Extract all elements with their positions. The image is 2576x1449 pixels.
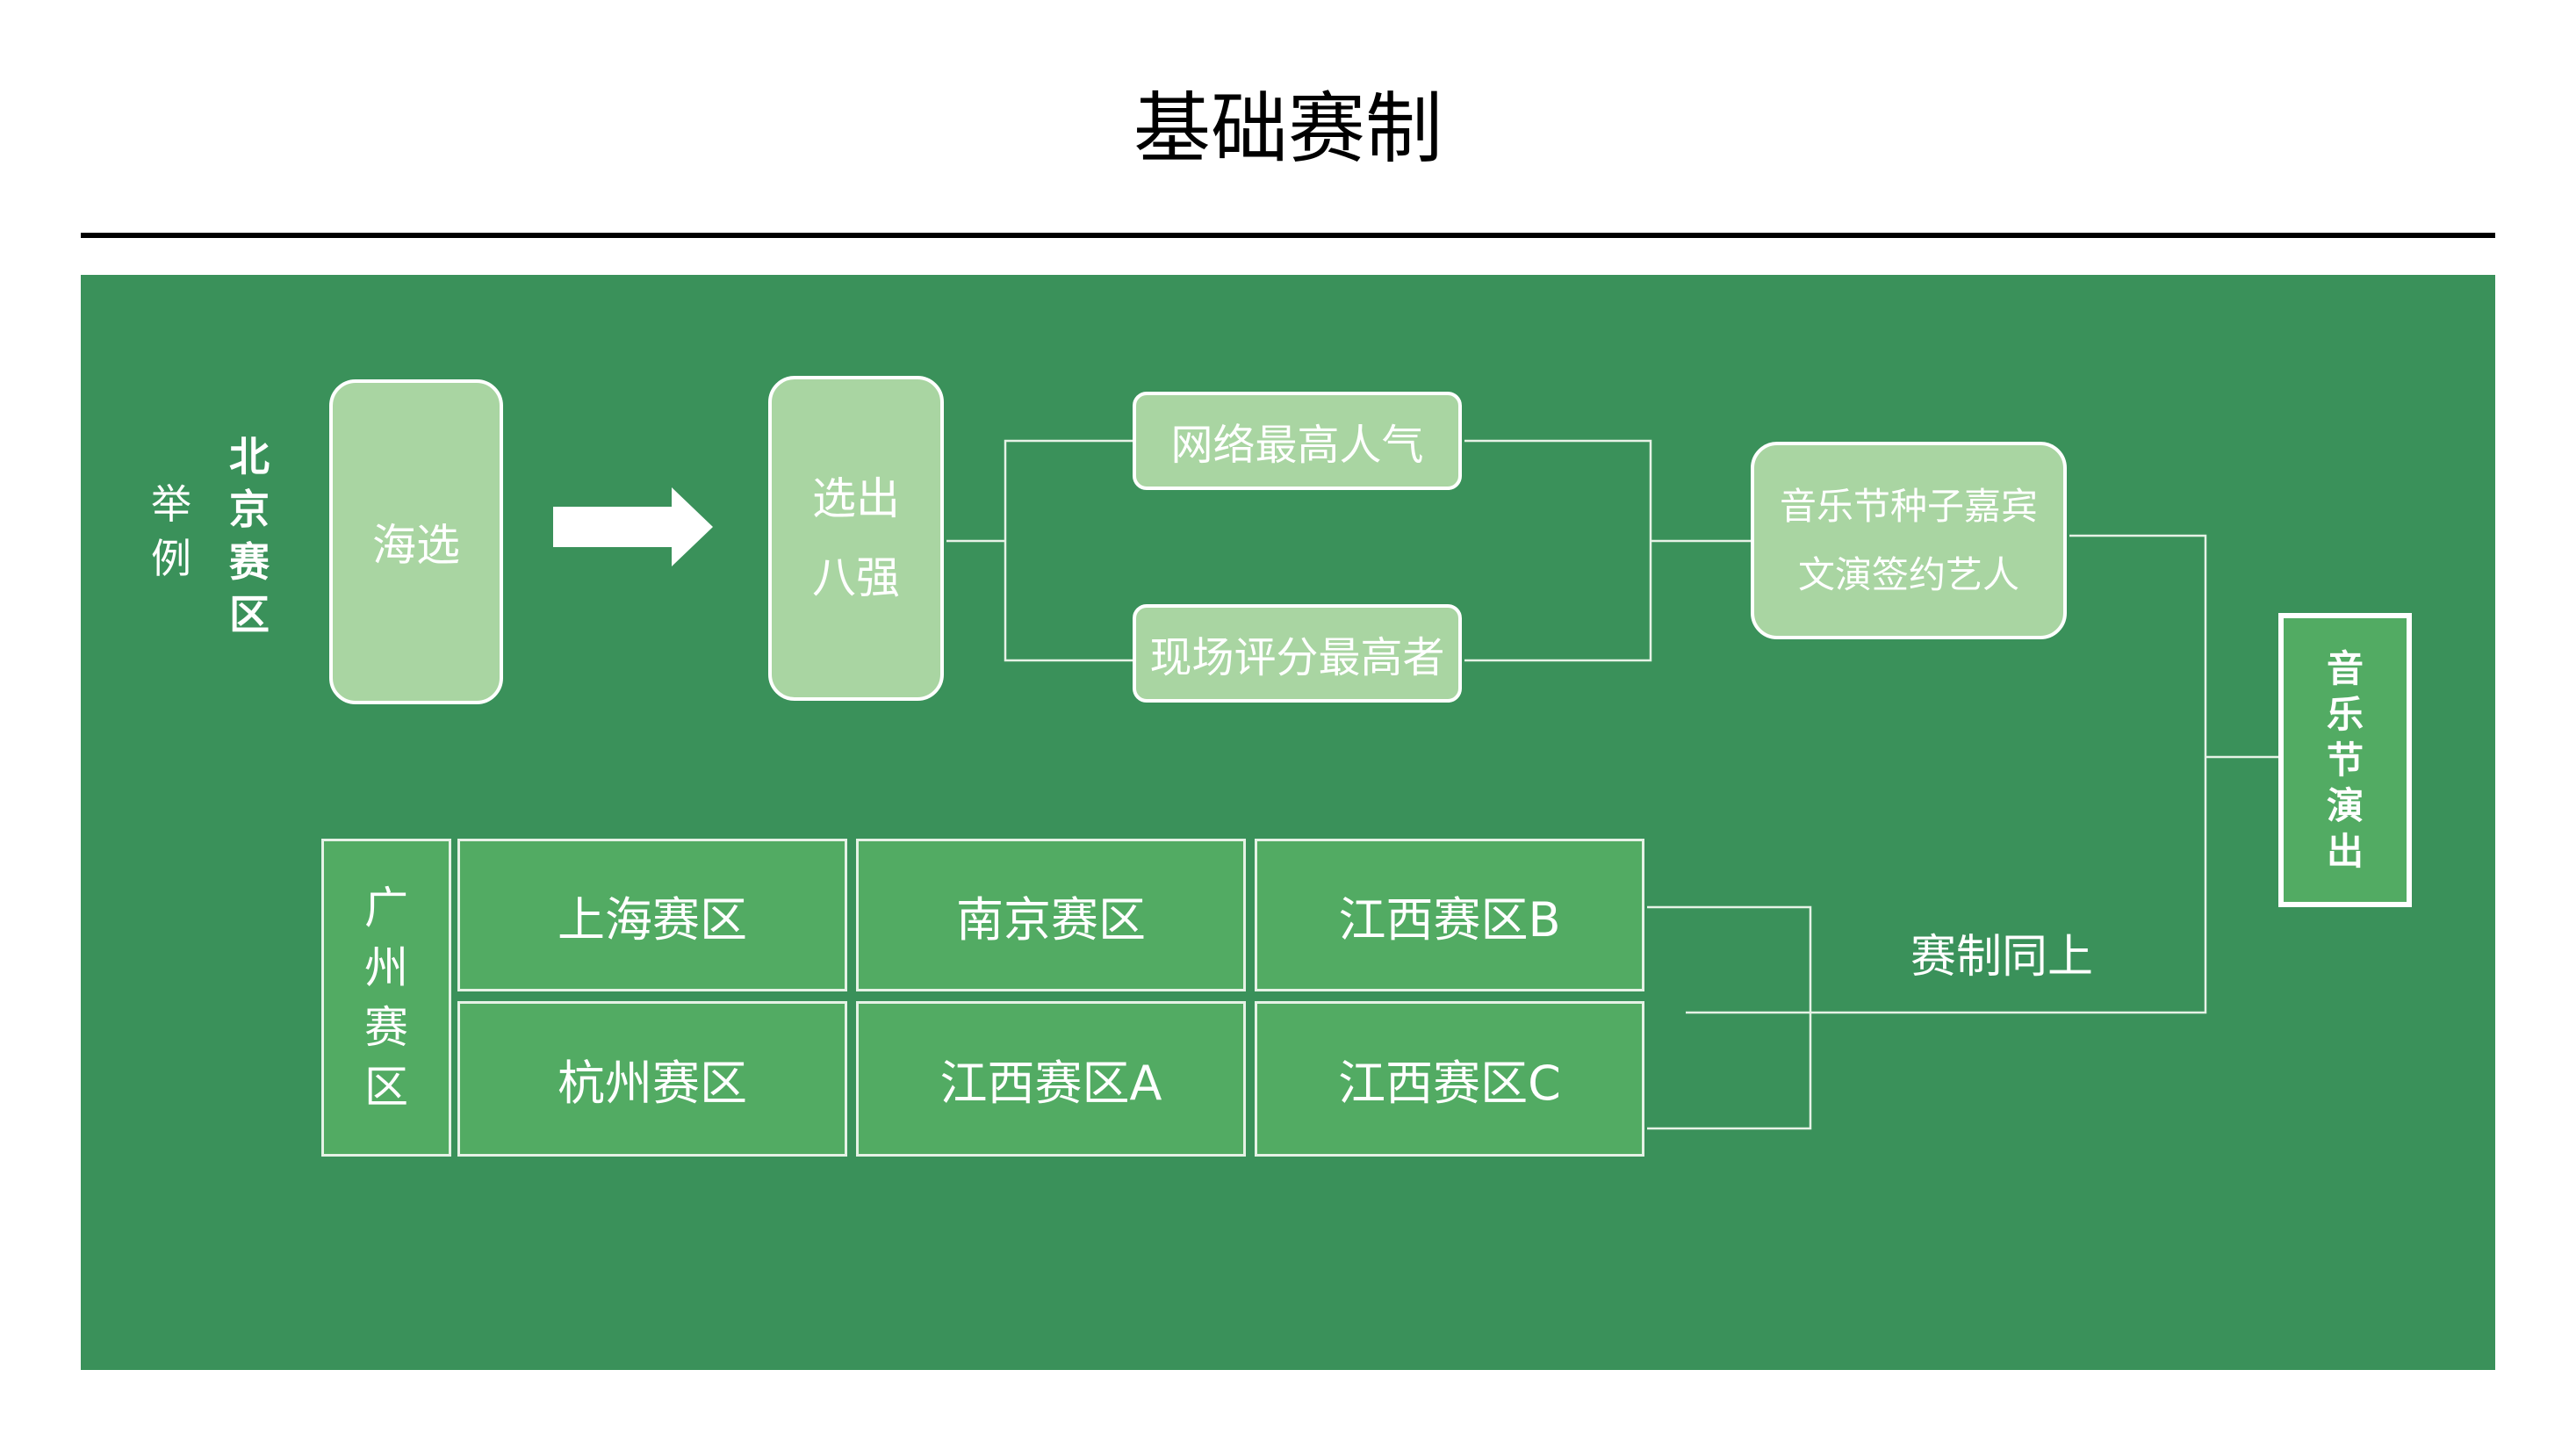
example-label: 举 例 bbox=[151, 480, 191, 582]
beijing-region-label: 北 京 赛 区 bbox=[229, 433, 270, 638]
top8-box: 选出 八强 bbox=[768, 376, 944, 701]
online-popularity-box: 网络最高人气 bbox=[1133, 392, 1462, 490]
region-cell-hangzhou: 杭州赛区 bbox=[457, 1001, 847, 1157]
region-cell-jiangxi-c: 江西赛区C bbox=[1255, 1001, 1644, 1157]
title-divider bbox=[81, 233, 2495, 238]
guangzhou-region-box: 广 州 赛 区 bbox=[321, 839, 451, 1157]
region-cell-nanjing: 南京赛区 bbox=[856, 839, 1246, 991]
region-cell-shanghai: 上海赛区 bbox=[457, 839, 847, 991]
right-arrow-icon bbox=[553, 487, 713, 566]
page-title: 基础赛制 bbox=[1133, 83, 1443, 174]
final-show-box: 音 乐 节 演 出 bbox=[2278, 613, 2412, 907]
seed-guest-box: 音乐节种子嘉宾 文演签约艺人 bbox=[1751, 442, 2067, 639]
region-cell-jiangxi-b: 江西赛区B bbox=[1255, 839, 1644, 991]
region-cell-jiangxi-a: 江西赛区A bbox=[856, 1001, 1246, 1157]
audition-box: 海选 bbox=[329, 379, 503, 704]
onsite-score-box: 现场评分最高者 bbox=[1133, 604, 1462, 703]
same-rule-label: 赛制同上 bbox=[1910, 931, 2093, 984]
